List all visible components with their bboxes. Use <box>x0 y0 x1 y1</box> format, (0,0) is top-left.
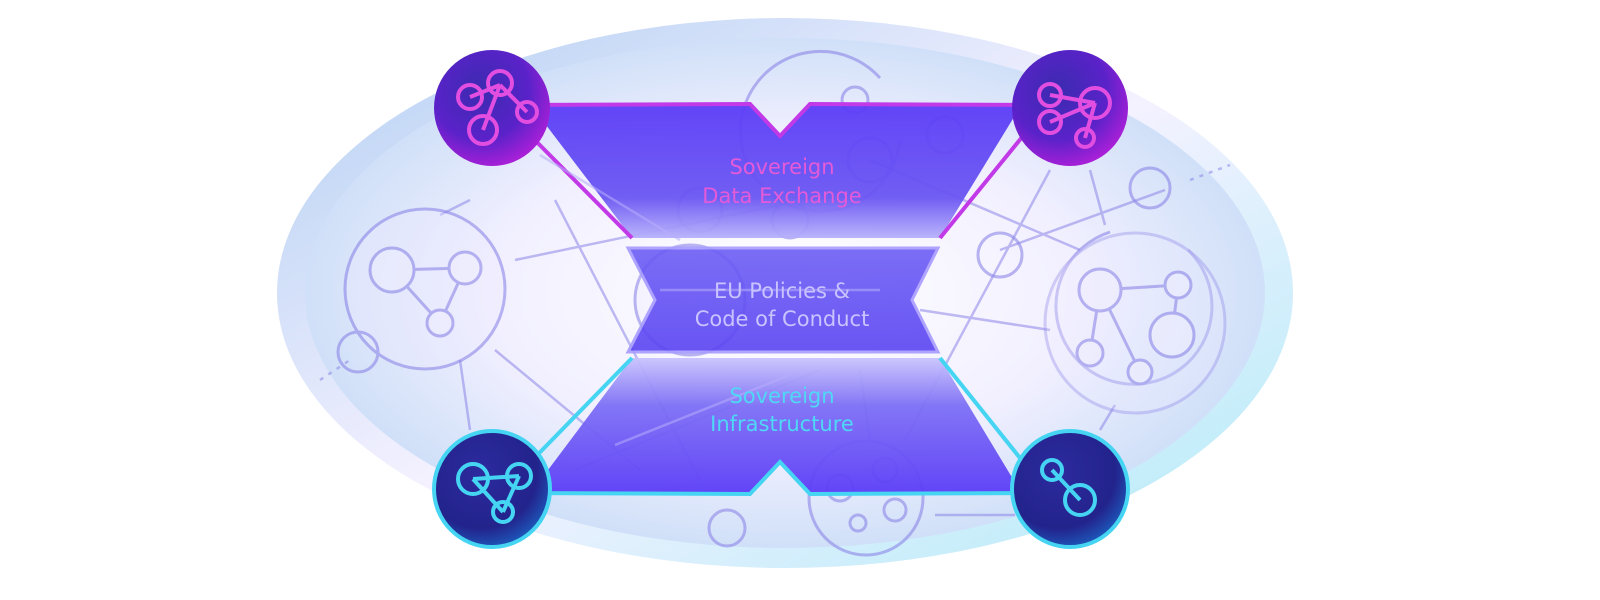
cyan-edge <box>504 459 1046 497</box>
corner-node-bottom-left <box>432 429 552 549</box>
corner-node-bottom-right <box>1010 429 1130 549</box>
network-node-icon <box>368 246 483 338</box>
magenta-edge <box>504 101 1046 139</box>
network-node-icon <box>456 462 533 524</box>
top-label-line1: Sovereign <box>729 155 834 179</box>
policies-band <box>625 246 941 354</box>
bottom-label-line1: Sovereign <box>729 384 834 408</box>
data-exchange-shape <box>530 104 1022 238</box>
infrastructure-shape <box>530 358 1022 494</box>
network-node-icon <box>1040 458 1097 517</box>
top-label-line2: Data Exchange <box>702 184 861 208</box>
corner-node-top-right <box>1012 50 1128 166</box>
corner-node-top-left <box>434 50 550 166</box>
network-node-icon <box>456 69 539 146</box>
center-label-line2: Code of Conduct <box>695 307 870 331</box>
bottom-label-line2: Infrastructure <box>710 412 854 436</box>
network-node-icon <box>1037 82 1112 149</box>
network-node-icon <box>1075 267 1196 386</box>
center-label-line1: EU Policies & <box>714 279 850 303</box>
